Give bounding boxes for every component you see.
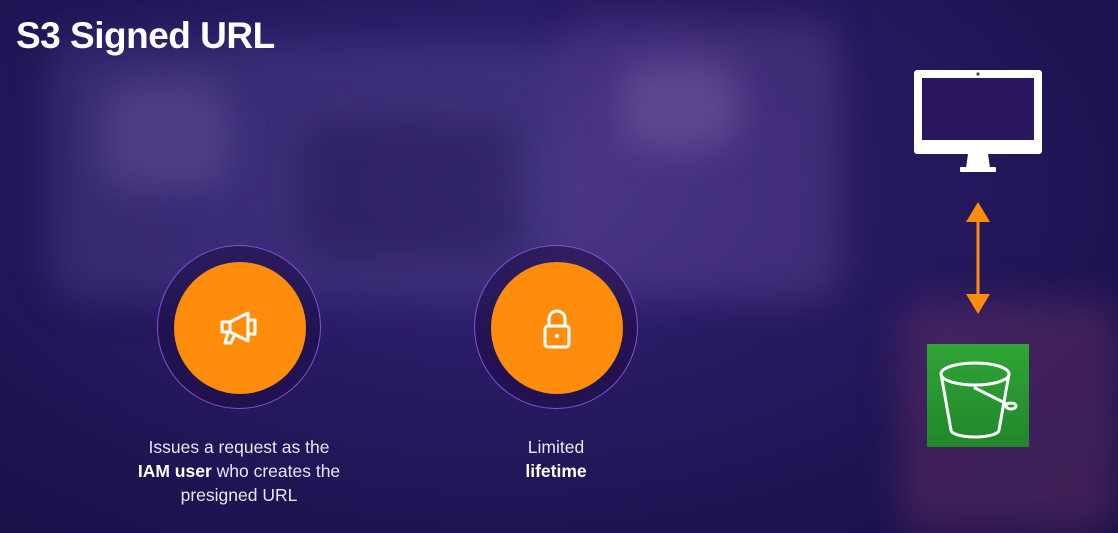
monitor-icon [914, 70, 1042, 172]
caption-line: Issues a request as the [148, 437, 330, 457]
caption-line: lifetime [470, 459, 642, 483]
s3-bucket-icon [939, 361, 1018, 439]
slide-title: S3 Signed URL [16, 15, 275, 56]
s3-bucket-tile [927, 344, 1029, 447]
background-shape [100, 80, 230, 190]
caption-bold: IAM user [137, 461, 212, 481]
bidirectional-arrow-icon [966, 202, 990, 314]
background-shape [620, 60, 740, 150]
megaphone-icon [220, 311, 257, 345]
background-shape [300, 120, 520, 260]
caption-line: IAM user who creates the [128, 459, 350, 483]
caption-bold: lifetime [525, 461, 587, 481]
background-shape [560, 20, 840, 300]
icon-ring [474, 245, 638, 409]
icon-disc [491, 262, 623, 394]
caption-line: Limited [527, 437, 585, 457]
feature-caption: Issues a request as the IAM user who cre… [128, 435, 350, 507]
caption-line: presigned URL [180, 485, 298, 505]
icon-disc [174, 262, 306, 394]
caption-text: who creates the [211, 461, 341, 481]
icon-ring [157, 245, 321, 409]
feature-caption: Limited lifetime [470, 435, 642, 483]
lock-icon [543, 309, 571, 349]
background-shape [50, 40, 570, 300]
